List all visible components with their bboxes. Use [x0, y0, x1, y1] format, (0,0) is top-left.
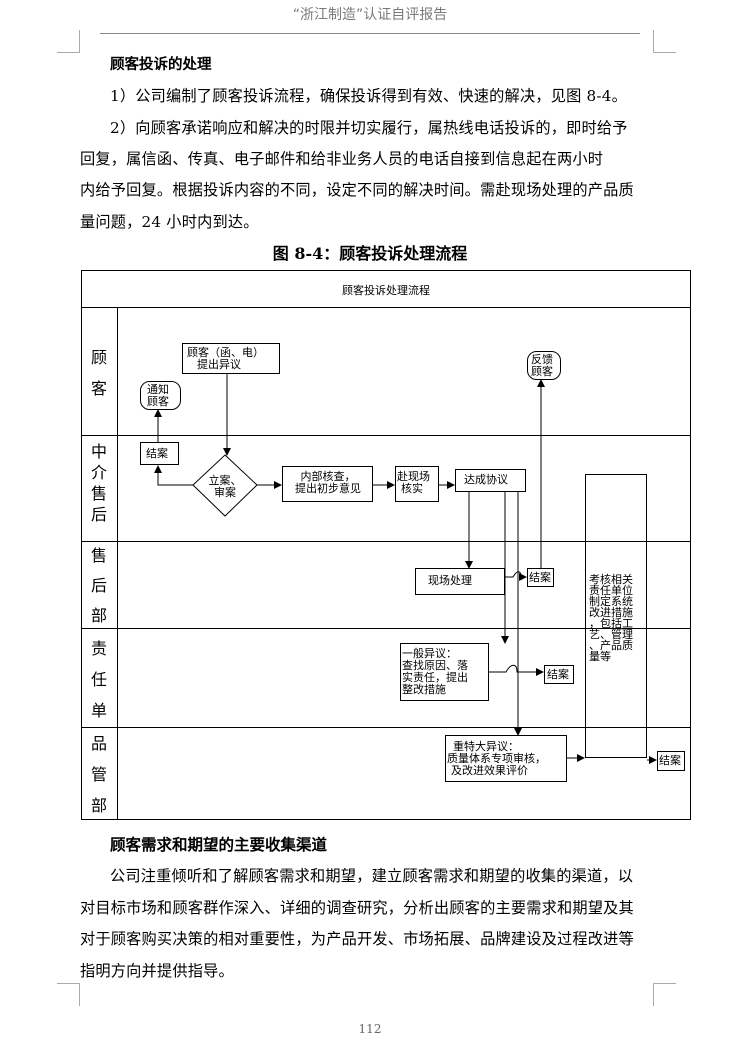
lane-label-qa-char: 品 — [90, 734, 107, 753]
lane-label-responsible-char: 责 — [90, 639, 107, 658]
general-objection-box — [400, 643, 489, 701]
paragraph-line: 指明方向并提供指导。 — [80, 962, 234, 980]
paragraph-line: 对于顾客购买决策的相对重要性，为产品开发、市场拓展、品牌建设及过程改进等 — [80, 930, 634, 948]
notify-text: 通知 顾客 — [147, 383, 169, 408]
close-box-mid — [140, 442, 179, 465]
site-process-text: 现场处理 — [428, 574, 472, 587]
complaint-box — [182, 343, 280, 374]
register-text: 立案、 审案 — [208, 474, 242, 499]
site-check-box — [395, 466, 439, 502]
lane-label-aftersales-char: 部 — [90, 606, 107, 625]
lane-label-agent-char: 售 — [90, 484, 107, 503]
paragraph-line: 对目标市场和顾客群作深入、详细的调查研究，分析出顾客的主要需求和期望及其 — [80, 899, 634, 917]
paragraph-line: 1）公司编制了顾客投诉流程，确保投诉得到有效、快速的解决，见图 8-4。 — [110, 87, 627, 105]
major-objection-text: 重特大异议： 质量体系专项审核， 及改进效果评价 — [447, 740, 546, 777]
register-decision — [192, 454, 258, 517]
paragraph-line: 量问题，24 小时内到达。 — [80, 213, 259, 231]
internal-check-text: 内部核查， 提出初步意见 — [295, 470, 361, 495]
lane-label-agent-char: 介 — [90, 463, 107, 482]
paragraph-line: 回复，属信函、传真、电子邮件和给非业务人员的电话自接到信息起在两小时 — [80, 150, 604, 168]
flowchart-title: 顾客投诉处理流程 — [342, 284, 430, 297]
crop-mark-bottom-left — [57, 983, 80, 1006]
lane-label-agent-char: 中 — [90, 442, 107, 461]
complaint-flowchart: 顾客投诉处理流程 顾 客 中 介 售 后 售 后 部 责 任 单 品 管 部 顾… — [81, 270, 691, 820]
page-header-title: “浙江制造”认证自评报告 — [292, 7, 448, 23]
close-box-qa — [657, 751, 685, 771]
crop-mark-top-left — [57, 30, 80, 53]
crop-mark-bottom-right — [653, 983, 676, 1006]
agreement-text: 达成协议 — [464, 473, 508, 486]
feedback-text: 反馈 顾客 — [531, 353, 553, 378]
arrow-register-to-close — [154, 465, 193, 486]
site-check-text: 赴现场 核实 — [397, 470, 430, 495]
arrow-general-to-close — [489, 664, 544, 676]
agreement-box — [455, 469, 526, 492]
section-title-channels: 顾客需求和期望的主要收集渠道 — [110, 835, 328, 854]
lane-label-responsible-char: 单 — [90, 701, 107, 720]
arrow-process-to-close — [505, 571, 527, 581]
major-objection-box — [445, 735, 567, 782]
close-text-resp: 结案 — [547, 668, 569, 681]
lane-label-qa-char: 部 — [90, 796, 107, 815]
section-title-complaints: 顾客投诉的处理 — [110, 56, 212, 73]
assess-text: 考核相关 责任单位 制定系统 改进措施 ，包括工 艺、管理 、产品质 量等 — [589, 573, 633, 663]
lane-label-responsible-char: 任 — [90, 670, 107, 689]
general-objection-text: 一般异议： 查找原因、落 实责任，提出 整改措施 — [402, 647, 468, 696]
close-text-qa: 结案 — [659, 754, 681, 767]
paragraph-line: 公司注重倾听和了解顾客需求和期望，建立顾客需求和期望的收集的渠道，以 — [110, 867, 634, 885]
lane-label-qa-char: 管 — [90, 765, 107, 784]
assess-box — [585, 474, 647, 758]
lane-label-aftersales-char: 售 — [90, 546, 107, 565]
flowchart-graphics — [81, 270, 691, 820]
flowchart-frame — [81, 270, 691, 820]
page-number: 112 — [358, 1022, 382, 1036]
lane-label-agent-char: 后 — [90, 505, 107, 524]
lane-label-customer-char: 顾 — [90, 348, 107, 367]
close-text-mid: 结案 — [146, 447, 168, 460]
header-rule — [100, 33, 640, 34]
lane-label-customer-char: 客 — [90, 379, 107, 398]
complaint-text: 顾客（函、电） 提出异议 — [187, 346, 264, 371]
figure-caption: 图 8-4：顾客投诉处理流程 — [272, 244, 468, 263]
close-text-after: 结案 — [529, 571, 551, 584]
close-box-resp — [544, 665, 574, 684]
lane-label-aftersales-char: 后 — [90, 576, 107, 595]
paragraph-line: 2）向顾客承诺响应和解决的时限并切实履行，属热线电话投诉的，即时给予 — [110, 119, 628, 137]
internal-check-box — [282, 466, 373, 502]
crop-mark-top-right — [653, 30, 676, 53]
close-box-after — [527, 568, 554, 587]
paragraph-line: 内给予回复。根据投诉内容的不同，设定不同的解决时间。需赴现场处理的产品质 — [80, 181, 634, 199]
